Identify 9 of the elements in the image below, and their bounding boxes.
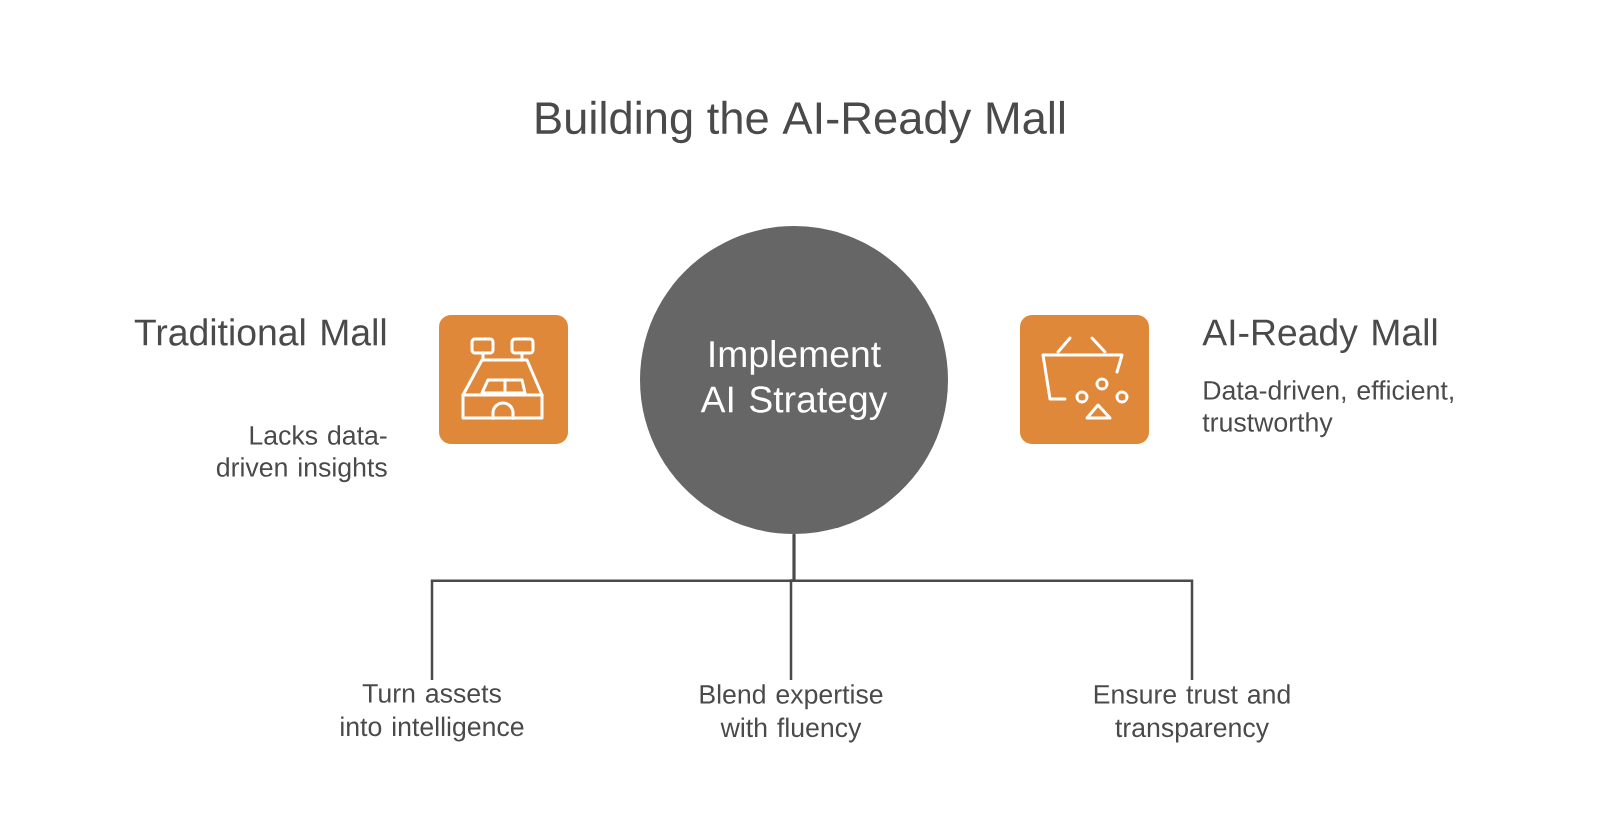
description: Lacks data-driven insights <box>216 425 387 483</box>
step-text: Blend expertise with fluency <box>700 684 883 743</box>
title: Building the AI-Ready Mall <box>536 100 1064 144</box>
connector-line <box>792 534 1194 680</box>
step-text: Turn assets into intelligence <box>341 684 524 742</box>
heading: AI-Ready Mall <box>1202 318 1437 354</box>
description: Data-driven, efficient, trustworthy <box>1202 380 1453 438</box>
step-text: Ensure trust and transparency <box>1094 684 1290 743</box>
heading: Traditional Mall <box>134 318 386 346</box>
